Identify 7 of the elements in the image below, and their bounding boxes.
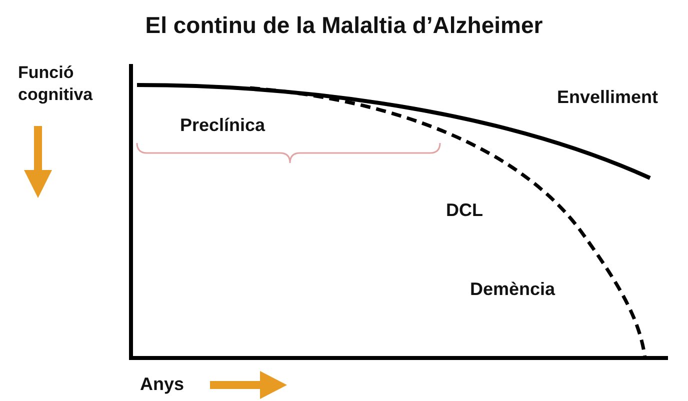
curve-label: Demència — [470, 279, 556, 300]
curve-label: Envelliment — [557, 87, 658, 108]
curve-label: Preclínica — [180, 115, 266, 136]
title: El continu de la Malaltia d’Alzheimer — [144, 12, 544, 39]
axis-label: Funció cognitiva — [18, 62, 94, 106]
curve-label: DCL — [446, 200, 483, 221]
axis-label: Anys — [140, 374, 184, 395]
